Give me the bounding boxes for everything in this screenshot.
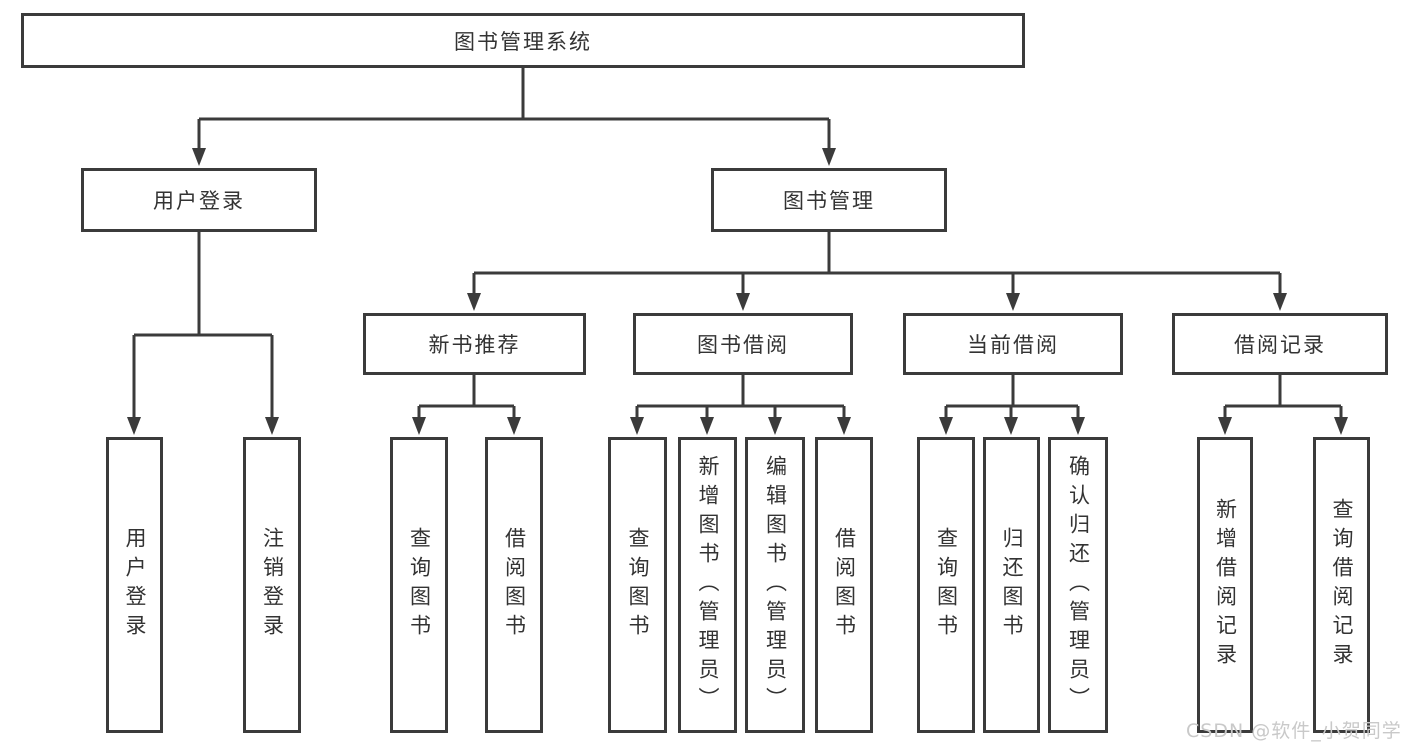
csdn-watermark: CSDN @软件_小贺同学 [1186,720,1402,742]
connector-book-borrow [635,375,846,419]
leaf-query-books-current: 查询图书 [917,437,975,733]
leaf-edit-books-admin: 编辑图书（管理员） [745,437,805,733]
leaf-query-books-recommend: 查询图书 [390,437,448,733]
arrowhead-icon [630,417,644,435]
node-current-borrowing: 当前借阅 [903,313,1123,375]
leaf-return-books: 归还图书 [983,437,1040,733]
connector-user-login [132,232,274,419]
arrowhead-icon [265,417,279,435]
arrowhead-icon [1273,293,1287,311]
leaf-logout: 注销登录 [243,437,301,733]
arrowhead-icon [192,148,206,166]
leaf-query-books-borrowing: 查询图书 [608,437,667,733]
arrowhead-icon [1006,293,1020,311]
arrowhead-icon [736,293,750,311]
arrowhead-icon [127,417,141,435]
connector-root [197,68,831,150]
node-root-system: 图书管理系统 [21,13,1025,68]
connector-current-borrow [944,375,1080,419]
node-new-book-recommend: 新书推荐 [363,313,586,375]
leaf-user-login: 用户登录 [106,437,163,733]
arrowhead-icon [412,417,426,435]
leaf-borrow-books: 借阅图书 [815,437,873,733]
leaf-query-borrow-record: 查询借阅记录 [1313,437,1370,733]
leaf-add-books-admin: 新增图书（管理员） [678,437,737,733]
leaf-add-borrow-record: 新增借阅记录 [1197,437,1253,733]
leaf-borrow-books-recommend: 借阅图书 [485,437,543,733]
arrowhead-icon [507,417,521,435]
connector-new-book [417,375,516,419]
arrowhead-icon [1071,417,1085,435]
node-user-login: 用户登录 [81,168,317,232]
arrowhead-icon [1334,417,1348,435]
arrowhead-icon [939,417,953,435]
connector-book-mgmt [472,232,1282,295]
arrowhead-icon [1004,417,1018,435]
node-book-borrowing: 图书借阅 [633,313,853,375]
arrowhead-icon [822,148,836,166]
arrowhead-icon [467,293,481,311]
node-book-management: 图书管理 [711,168,947,232]
connector-borrow-records [1223,375,1343,419]
arrowhead-icon [837,417,851,435]
arrowhead-icon [768,417,782,435]
node-borrow-records: 借阅记录 [1172,313,1388,375]
leaf-confirm-return-admin: 确认归还（管理员） [1048,437,1108,733]
arrowhead-icon [700,417,714,435]
arrowhead-icon [1218,417,1232,435]
